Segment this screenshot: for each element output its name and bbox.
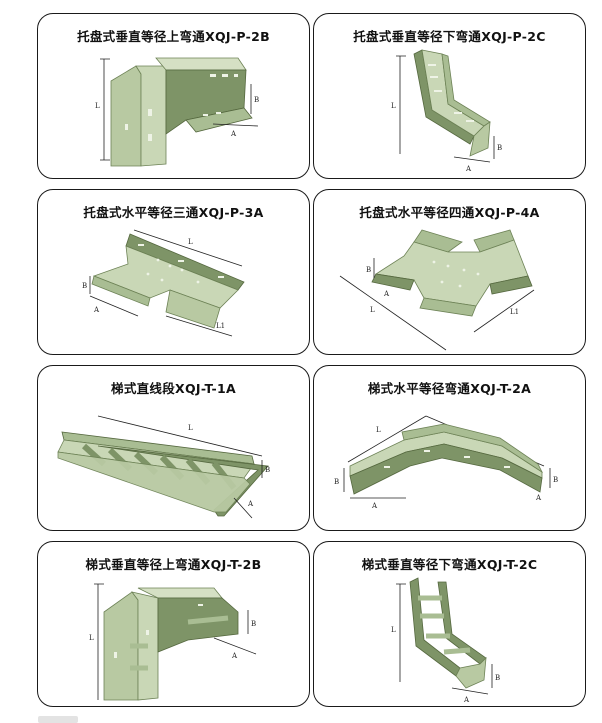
dim-label-b: B bbox=[495, 674, 500, 682]
dim-label-l: L bbox=[391, 102, 396, 110]
page-corner-mark bbox=[38, 716, 78, 723]
ladder-horizontal-bend-icon: L B A B A bbox=[334, 415, 558, 510]
dim-label-a: A bbox=[371, 502, 378, 510]
dim-label-b: B bbox=[82, 282, 87, 290]
dim-label-a: A bbox=[535, 494, 542, 502]
tray-vertical-up-bend-icon: L B A bbox=[95, 57, 259, 167]
card-ladder-vertical-down-bend[interactable]: 梯式垂直等径下弯通XQJ-T-2C L B A bbox=[313, 541, 586, 707]
card-title: 梯式直线段XQJ-T-1A bbox=[111, 381, 236, 396]
card-title: 托盘式垂直等径上弯通XQJ-P-2B bbox=[77, 29, 270, 44]
ladder-vertical-down-bend-icon: L B A bbox=[391, 577, 500, 704]
dim-label-b: B bbox=[334, 478, 339, 486]
tray-horizontal-tee-icon: L B A L1 bbox=[82, 229, 245, 337]
dim-label-a: A bbox=[247, 500, 254, 508]
dim-label-l: L bbox=[391, 626, 396, 634]
dim-label-l: L bbox=[376, 426, 381, 434]
dim-label-l: L bbox=[188, 238, 193, 246]
dim-label-b: B bbox=[497, 144, 502, 152]
ladder-straight-section-icon: L B A bbox=[57, 415, 270, 519]
dim-label-l: L bbox=[89, 634, 94, 642]
dim-label-a: A bbox=[93, 306, 100, 314]
dim-label-l: L bbox=[188, 424, 193, 432]
card-title: 梯式垂直等径下弯通XQJ-T-2C bbox=[361, 557, 538, 572]
dim-label-l1: L1 bbox=[510, 308, 519, 316]
dim-label-a: A bbox=[463, 696, 470, 704]
card-title: 托盘式水平等径四通XQJ-P-4A bbox=[359, 205, 540, 220]
card-title: 托盘式水平等径三通XQJ-P-3A bbox=[83, 205, 264, 220]
dim-label-l1: L1 bbox=[216, 322, 225, 330]
dim-label-b: B bbox=[265, 466, 270, 474]
tray-horizontal-cross-icon: B A L L1 bbox=[339, 229, 535, 351]
card-tray-vertical-up-bend[interactable]: 托盘式垂直等径上弯通XQJ-P-2B L B A bbox=[37, 13, 310, 179]
dim-label-a: A bbox=[230, 130, 237, 138]
dim-label-b: B bbox=[553, 476, 558, 484]
dim-label-l: L bbox=[370, 306, 375, 314]
dim-label-b: B bbox=[254, 96, 259, 104]
card-title: 梯式垂直等径上弯通XQJ-T-2B bbox=[85, 557, 262, 572]
card-ladder-vertical-up-bend[interactable]: 梯式垂直等径上弯通XQJ-T-2B L B A bbox=[37, 541, 310, 707]
dim-label-b: B bbox=[366, 266, 371, 274]
ladder-vertical-up-bend-icon: L B A bbox=[89, 583, 256, 701]
card-ladder-straight-section[interactable]: 梯式直线段XQJ-T-1A L B A bbox=[37, 365, 310, 531]
dim-label-a: A bbox=[465, 165, 472, 173]
dim-label-l: L bbox=[95, 102, 100, 110]
card-tray-vertical-down-bend[interactable]: 托盘式垂直等径下弯通XQJ-P-2C L B A bbox=[313, 13, 586, 179]
card-tray-horizontal-cross[interactable]: 托盘式水平等径四通XQJ-P-4A B A L L1 bbox=[313, 189, 586, 355]
tray-vertical-down-bend-icon: L B A bbox=[391, 49, 502, 173]
dim-label-a: A bbox=[231, 652, 238, 660]
dim-label-b: B bbox=[251, 620, 256, 628]
card-title: 托盘式垂直等径下弯通XQJ-P-2C bbox=[353, 29, 546, 44]
card-tray-horizontal-tee[interactable]: 托盘式水平等径三通XQJ-P-3A L B A L1 bbox=[37, 189, 310, 355]
card-title: 梯式水平等径弯通XQJ-T-2A bbox=[367, 381, 532, 396]
dim-label-a: A bbox=[383, 290, 390, 298]
card-ladder-horizontal-bend[interactable]: 梯式水平等径弯通XQJ-T-2A L B A B A bbox=[313, 365, 586, 531]
